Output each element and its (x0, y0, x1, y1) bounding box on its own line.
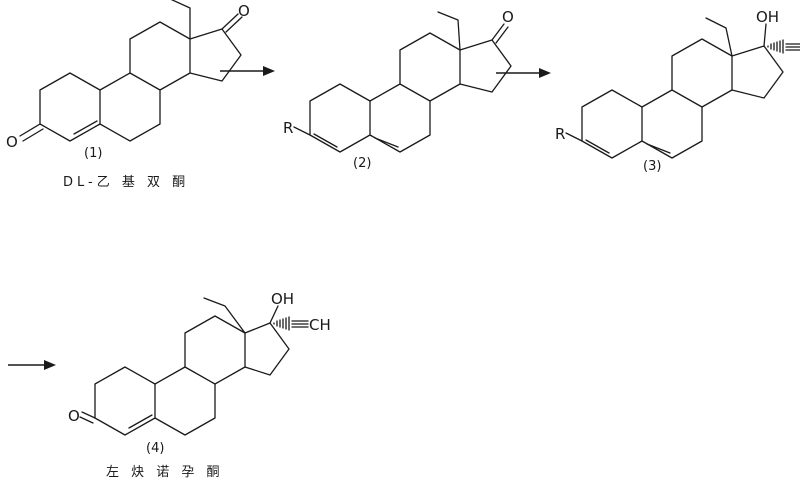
compound-2-ketone-oxygen: O (502, 8, 514, 26)
compound-4-hydroxyl: OH (271, 290, 294, 308)
compound-3-hashed-bond (767, 39, 784, 54)
compound-2-r-group: R (283, 119, 293, 137)
compound-4-number: (4) (146, 441, 164, 456)
compound-1-ketone-oxygen: O (238, 2, 250, 20)
reaction-arrow-3 (8, 360, 56, 370)
reaction-arrow-1 (220, 66, 275, 76)
compound-1-structure: O O (6, 0, 250, 151)
compound-4-carbonyl-oxygen: O (68, 407, 80, 425)
compound-4-name: 左 炔 诺 孕 酮 (106, 465, 224, 480)
compound-4-structure: O OH CH (68, 290, 331, 436)
compound-3-structure: R OH (555, 8, 800, 159)
compound-4-alkyne-ch: CH (309, 316, 331, 334)
compound-3-number: (3) (643, 159, 661, 174)
compound-3-r-group: R (555, 125, 565, 143)
compound-3-hydroxyl: OH (756, 8, 779, 26)
compound-1-name: DL-乙 基 双 酮 (63, 175, 189, 190)
reaction-arrow-2 (496, 68, 551, 78)
compound-1-carbonyl-oxygen: O (6, 133, 18, 151)
compound-1-number: (1) (84, 146, 102, 161)
compound-2-structure: R O (283, 8, 514, 153)
compound-4-hashed-bond (273, 316, 290, 331)
compound-2-number: (2) (353, 156, 371, 171)
